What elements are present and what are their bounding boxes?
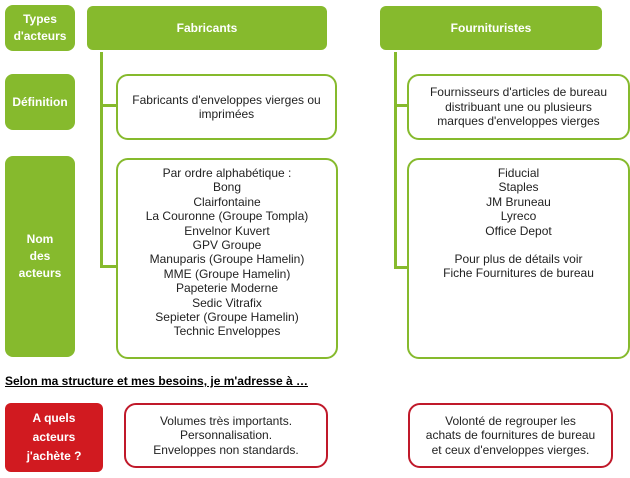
list-fabricants-item: Envelnor Kuvert	[184, 223, 270, 238]
reasons-fabricants-line2: Personnalisation.	[179, 428, 273, 443]
row-label-types-line2: d'acteurs	[13, 29, 67, 43]
list-fabricants-item: Sepieter (Groupe Hamelin)	[155, 310, 299, 325]
list-fournituristes-item: Office Depot	[485, 223, 552, 238]
connector-fabricants-list	[100, 265, 117, 268]
row-label-names-line1: Nom	[26, 232, 54, 246]
connector-fournituristes-definition	[394, 104, 409, 107]
connector-fournituristes-vertical	[394, 52, 397, 268]
row-label-types: Types d'acteurs	[5, 5, 75, 51]
list-fournituristes-item: JM Bruneau	[486, 194, 551, 209]
reasons-fabricants-line3: Enveloppes non standards.	[153, 442, 299, 457]
row-label-buy-line1: A quels	[32, 411, 76, 425]
definition-fabricants-line1: Fabricants d'enveloppes vierges ou	[132, 92, 321, 107]
reasons-fabricants-line1: Volumes très importants.	[159, 413, 293, 428]
list-fournituristes-item: Fiducial	[497, 166, 540, 180]
definition-fabricants-line2: imprimées	[198, 107, 255, 121]
list-fabricants-item: Bong	[212, 180, 242, 195]
definition-fournituristes-line3: marques d'enveloppes vierges	[437, 114, 600, 129]
list-fabricants-item: Technic Enveloppes	[173, 324, 281, 339]
row-label-names-line3: acteurs	[18, 266, 62, 280]
definition-fournituristes-line1: Fournisseurs d'articles de bureau	[429, 85, 608, 100]
row-label-buy: A quels acteurs j'achète ?	[5, 403, 103, 472]
list-fournituristes: Fiducial Staples JM Bruneau Lyreco Offic…	[407, 158, 630, 359]
row-label-buy-line3: j'achète ?	[26, 449, 82, 463]
row-label-names: Nom des acteurs	[5, 156, 75, 357]
list-fabricants-item: Clairfontaine	[193, 194, 261, 209]
row-label-buy-line2: acteurs	[32, 430, 76, 444]
list-fournituristes-details-line2: Fiche Fournitures de bureau	[443, 266, 594, 281]
section-heading: Selon ma structure et mes besoins, je m'…	[5, 374, 308, 388]
reasons-fabricants: Volumes très importants. Personnalisatio…	[124, 403, 328, 468]
reasons-fournituristes-line3: et ceux d'enveloppes vierges.	[431, 442, 590, 457]
header-fournituristes-title: Fournituristes	[450, 21, 532, 35]
row-label-definition: Définition	[5, 74, 75, 130]
row-label-types-line1: Types	[23, 12, 57, 26]
list-fabricants-item: La Couronne (Groupe Tompla)	[145, 209, 309, 224]
list-fournituristes-item: Lyreco	[500, 209, 537, 224]
list-fabricants: Par ordre alphabétique : Bong Clairfonta…	[116, 158, 338, 359]
list-fournituristes-details-line1: Pour plus de détails voir	[454, 252, 583, 267]
reasons-fournituristes: Volonté de regrouper les achats de fourn…	[408, 403, 613, 468]
list-fabricants-item: GPV Groupe	[192, 238, 262, 253]
reasons-fournituristes-line2: achats de fournitures de bureau	[425, 428, 596, 443]
list-fabricants-item: Manuparis (Groupe Hamelin)	[149, 252, 305, 267]
connector-fabricants-definition	[100, 104, 117, 107]
definition-fabricants: Fabricants d'enveloppes vierges ou impri…	[116, 74, 337, 140]
connector-fournituristes-list	[394, 266, 409, 269]
row-label-names-line2: des	[29, 249, 51, 263]
reasons-fournituristes-line1: Volonté de regrouper les	[445, 413, 576, 428]
list-fournituristes-item: Staples	[498, 180, 539, 195]
row-label-definition-text: Définition	[12, 94, 68, 109]
list-fabricants-item: Sedic Vitrafix	[192, 295, 262, 310]
header-fabricants: Fabricants	[87, 6, 327, 50]
definition-fournituristes: Fournisseurs d'articles de bureau distri…	[407, 74, 630, 140]
list-fabricants-intro: Par ordre alphabétique :	[162, 166, 292, 180]
header-fabricants-title: Fabricants	[176, 21, 238, 35]
definition-fournituristes-line2: distribuant une ou plusieurs	[445, 99, 592, 114]
header-fournituristes: Fournituristes	[380, 6, 602, 50]
connector-fabricants-vertical	[100, 52, 103, 267]
list-fabricants-item: MME (Groupe Hamelin)	[163, 266, 291, 281]
list-fabricants-item: Papeterie Moderne	[175, 281, 279, 296]
